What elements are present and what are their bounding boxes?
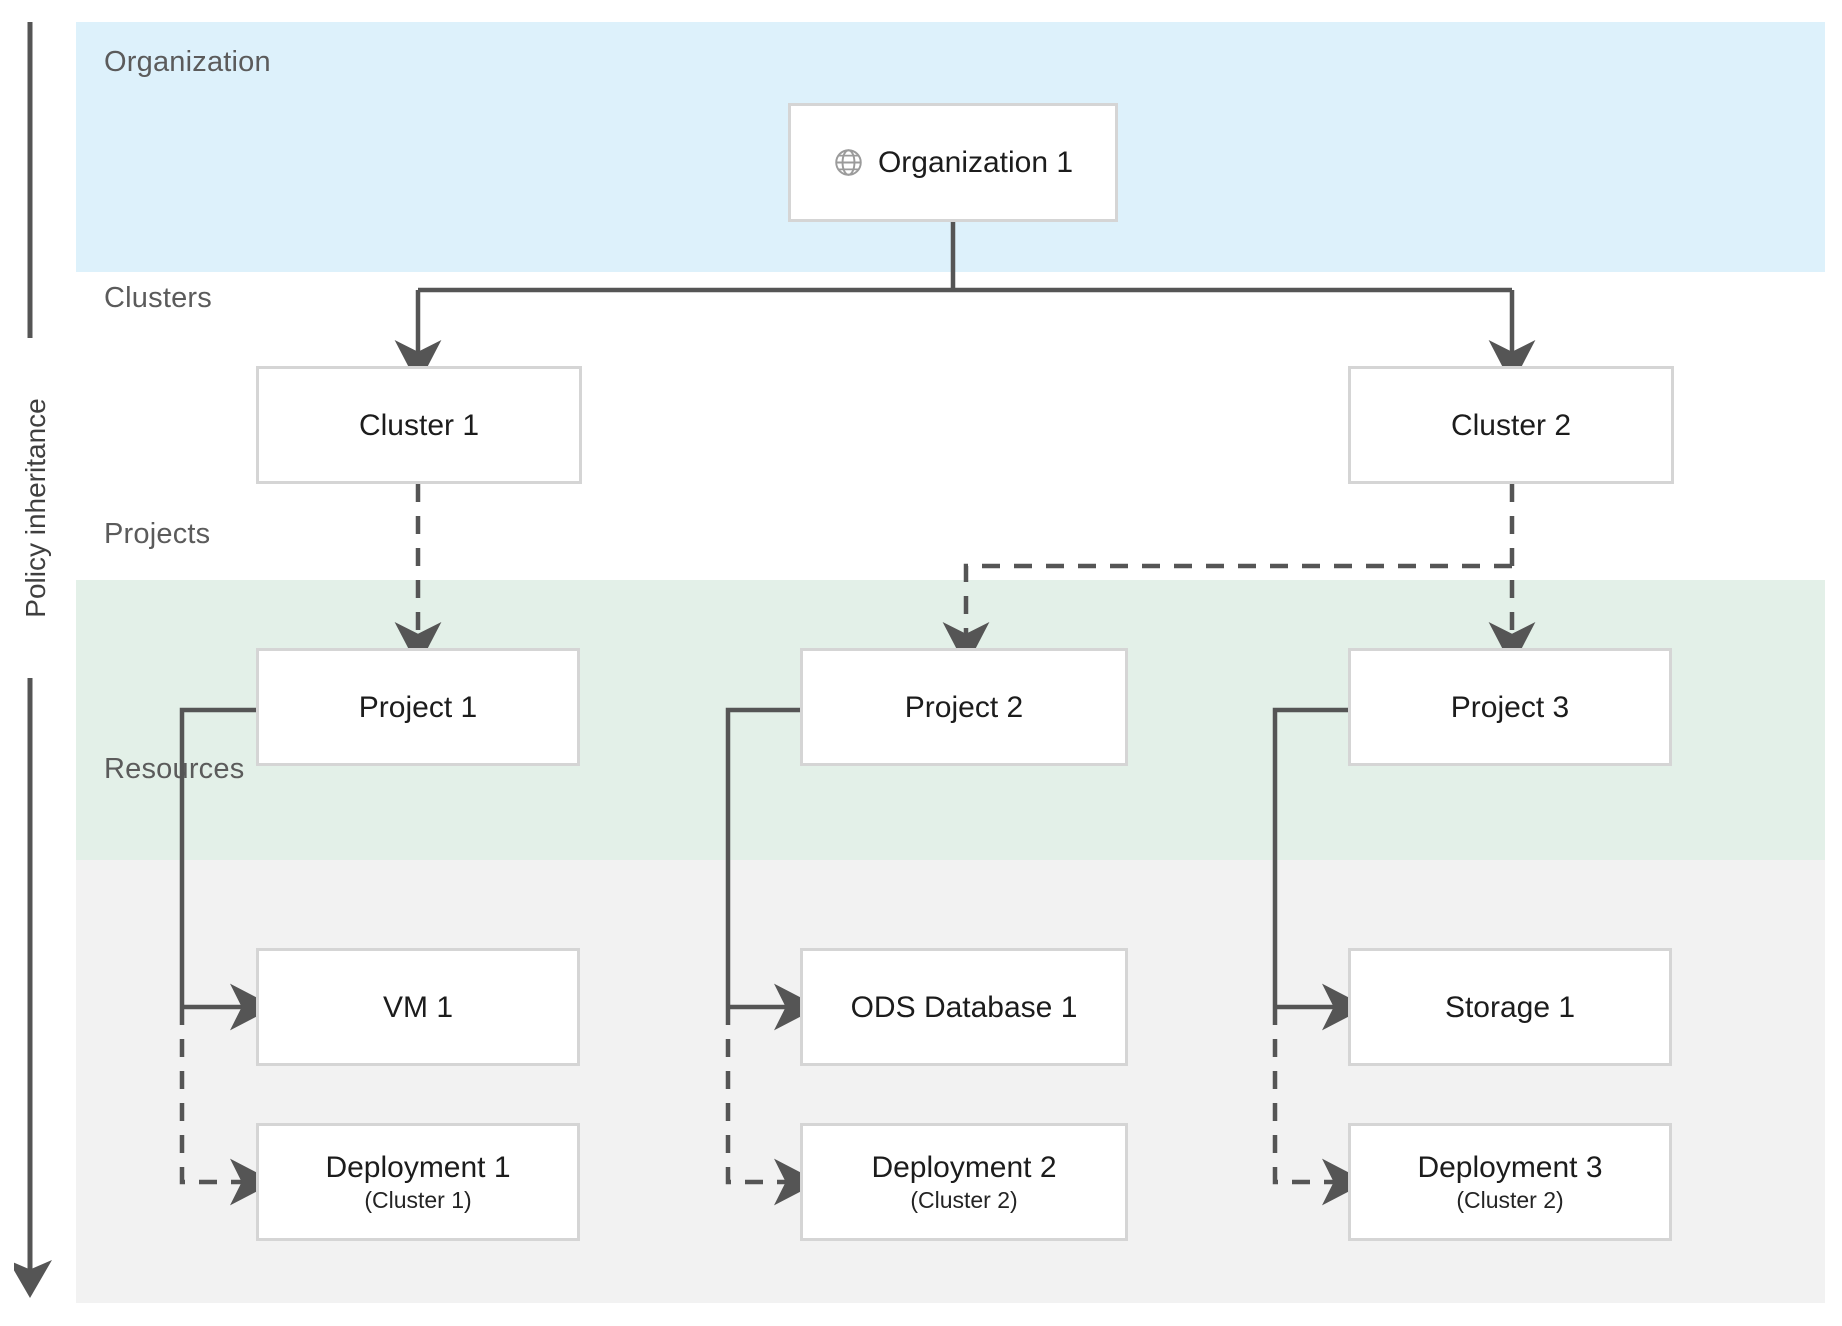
node-cluster-2-label: Cluster 2: [1450, 408, 1572, 442]
node-deployment-2-label: Deployment 2: [871, 1150, 1057, 1184]
band-label-clusters: Clusters: [104, 282, 212, 314]
globe-icon: [835, 149, 862, 176]
node-project-3-label: Project 3: [1450, 690, 1570, 724]
node-ods-database-1[interactable]: ODS Database 1: [800, 948, 1128, 1066]
node-deployment-1[interactable]: Deployment 1 (Cluster 1): [256, 1123, 580, 1241]
node-cluster-2[interactable]: Cluster 2: [1348, 366, 1674, 484]
node-deployment-3[interactable]: Deployment 3 (Cluster 2): [1348, 1123, 1672, 1241]
node-deployment-2-sublabel: (Cluster 2): [910, 1186, 1018, 1213]
node-cluster-1-label: Cluster 1: [358, 408, 480, 442]
node-storage-1-label: Storage 1: [1444, 990, 1576, 1024]
node-deployment-3-label: Deployment 3: [1417, 1150, 1603, 1184]
node-organization-1-label: Organization 1: [877, 146, 1074, 179]
node-cluster-1[interactable]: Cluster 1: [256, 366, 582, 484]
band-label-projects: Projects: [104, 518, 211, 550]
node-storage-1[interactable]: Storage 1: [1348, 948, 1672, 1066]
node-deployment-1-label: Deployment 1: [325, 1150, 511, 1184]
node-project-2[interactable]: Project 2: [800, 648, 1128, 766]
node-ods-database-1-label: ODS Database 1: [850, 990, 1078, 1024]
node-vm-1[interactable]: VM 1: [256, 948, 580, 1066]
policy-inheritance-axis: Policy inheritance: [8, 18, 60, 1308]
band-label-organization: Organization: [104, 46, 271, 78]
node-organization-1[interactable]: Organization 1: [788, 103, 1118, 222]
node-deployment-1-sublabel: (Cluster 1): [364, 1186, 472, 1213]
node-project-3[interactable]: Project 3: [1348, 648, 1672, 766]
node-vm-1-label: VM 1: [382, 990, 454, 1024]
node-project-1-label: Project 1: [358, 690, 478, 724]
node-organization-1-title: Organization 1: [833, 146, 1073, 179]
node-deployment-2[interactable]: Deployment 2 (Cluster 2): [800, 1123, 1128, 1241]
band-label-resources: Resources: [104, 753, 245, 785]
node-deployment-3-sublabel: (Cluster 2): [1456, 1186, 1564, 1213]
policy-inheritance-label: Policy inheritance: [16, 338, 56, 678]
node-project-1[interactable]: Project 1: [256, 648, 580, 766]
node-project-2-label: Project 2: [904, 690, 1024, 724]
